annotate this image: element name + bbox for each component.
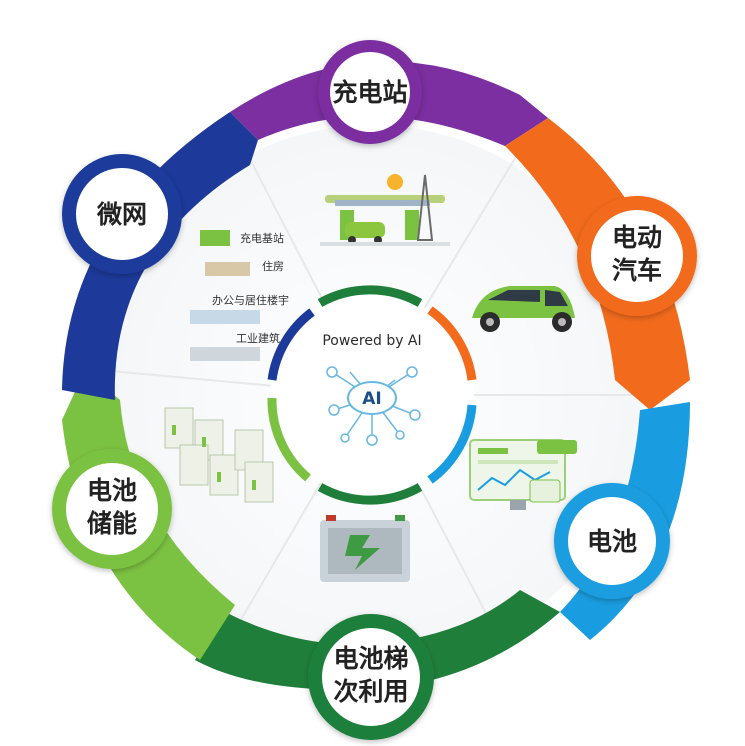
ring-segment-dark-green <box>195 590 560 690</box>
ai-badge-text: AI <box>362 389 381 409</box>
hub-arc-light-green <box>267 397 311 482</box>
battery-module-illustration <box>320 515 410 582</box>
electric-car-illustration <box>472 286 575 332</box>
microgrid-item: 工业建筑 <box>236 331 280 345</box>
battery-dashboard-illustration <box>469 439 577 510</box>
node-label: 电池 <box>87 476 137 505</box>
node-label: 充电站 <box>332 78 407 107</box>
center-hub: Powered by AI AI <box>267 285 477 505</box>
node-battery: 电池 <box>554 483 670 599</box>
microgrid-item: 充电基站 <box>240 231 284 245</box>
hub-arc-navy <box>267 308 315 381</box>
center-caption: Powered by AI <box>322 333 421 349</box>
node-microgrid: 微网 <box>62 154 182 274</box>
node-label: 电池梯 <box>333 644 408 673</box>
node-charging-station: 充电站 <box>318 40 422 144</box>
storage-cabinets-illustration <box>164 407 274 503</box>
node-label: 储能 <box>87 509 137 538</box>
node-battery-storage: 电池 储能 <box>52 449 172 569</box>
node-label: 微网 <box>96 200 147 229</box>
node-label: 电动 <box>612 223 662 252</box>
node-battery-echelon-use: 电池梯 次利用 <box>308 614 434 740</box>
microgrid-item: 住房 <box>262 259 284 273</box>
microgrid-list: 充电基站 住房 办公与居住楼宇 工业建筑 <box>190 230 289 361</box>
node-label: 次利用 <box>333 677 408 706</box>
hub-arc-orange <box>427 306 477 381</box>
hub-arc-blue <box>427 404 477 484</box>
hub-arc-green-bottom <box>317 483 423 505</box>
spokes <box>99 139 645 641</box>
node-label: 汽车 <box>612 256 662 285</box>
node-label: 电池 <box>587 527 637 556</box>
microgrid-item: 办公与居住楼宇 <box>212 293 289 307</box>
charging-station-illustration <box>320 174 450 246</box>
ai-badge <box>347 381 397 415</box>
hub-arc-green-top <box>317 285 423 307</box>
ring-segment-navy <box>62 112 258 400</box>
node-electric-vehicle: 电动 汽车 <box>577 196 697 316</box>
